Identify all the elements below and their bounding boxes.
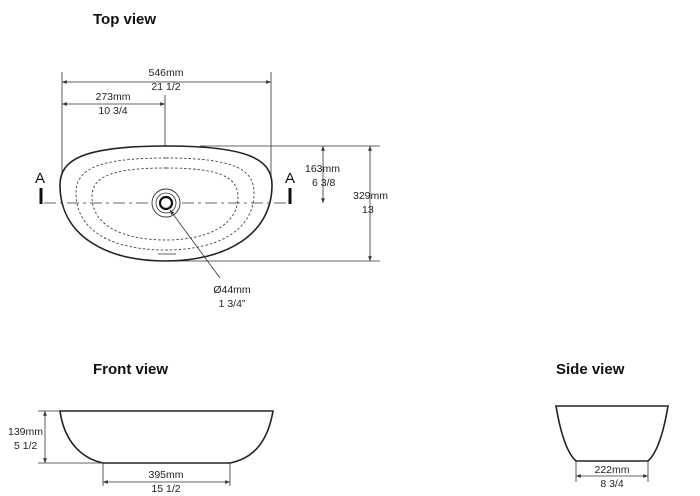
front-base-mm: 395mm bbox=[148, 469, 183, 481]
basin-inner-rim bbox=[75, 157, 255, 251]
half-depth-in: 6 3/8 bbox=[312, 177, 336, 189]
waste-leader-line bbox=[169, 209, 221, 279]
section-marker-right: A bbox=[285, 170, 295, 187]
overall-width-in: 21 1/2 bbox=[151, 81, 180, 93]
waste-diameter-in: 1 3/4” bbox=[219, 298, 246, 310]
front-basin-profile bbox=[59, 410, 274, 464]
side-base-in: 8 3/4 bbox=[600, 478, 624, 490]
side-base-mm: 222mm bbox=[594, 464, 629, 476]
front-height-mm: 139mm bbox=[8, 426, 43, 438]
front-view-title: Front view bbox=[93, 361, 168, 378]
front-base-in: 15 1/2 bbox=[151, 483, 180, 495]
side-basin-profile bbox=[555, 405, 669, 462]
side-view: Side view 222mm 8 3/4 bbox=[555, 361, 669, 490]
front-height-in: 5 1/2 bbox=[14, 440, 38, 452]
front-view: Front view 139mm 5 1/2 395mm 15 1/2 bbox=[8, 361, 274, 495]
waste-middle-ring bbox=[155, 192, 177, 214]
section-marker-left: A bbox=[35, 170, 45, 187]
top-view-title: Top view bbox=[93, 11, 156, 28]
center-offset-in: 10 3/4 bbox=[98, 105, 127, 117]
center-offset-mm: 273mm bbox=[95, 91, 130, 103]
overall-depth-mm: 329mm bbox=[353, 190, 388, 202]
waste-icon bbox=[158, 195, 174, 211]
overall-width-mm: 546mm bbox=[148, 67, 183, 79]
overall-depth-in: 13 bbox=[362, 204, 374, 216]
half-depth-mm: 163mm bbox=[305, 163, 340, 175]
side-view-title: Side view bbox=[556, 361, 625, 378]
basin-bowl-contour bbox=[91, 167, 239, 241]
waste-diameter-mm: Ø44mm bbox=[213, 284, 251, 296]
top-view: Top view 546mm 21 1/2 273mm 10 3/4 Ø44mm… bbox=[35, 11, 388, 310]
